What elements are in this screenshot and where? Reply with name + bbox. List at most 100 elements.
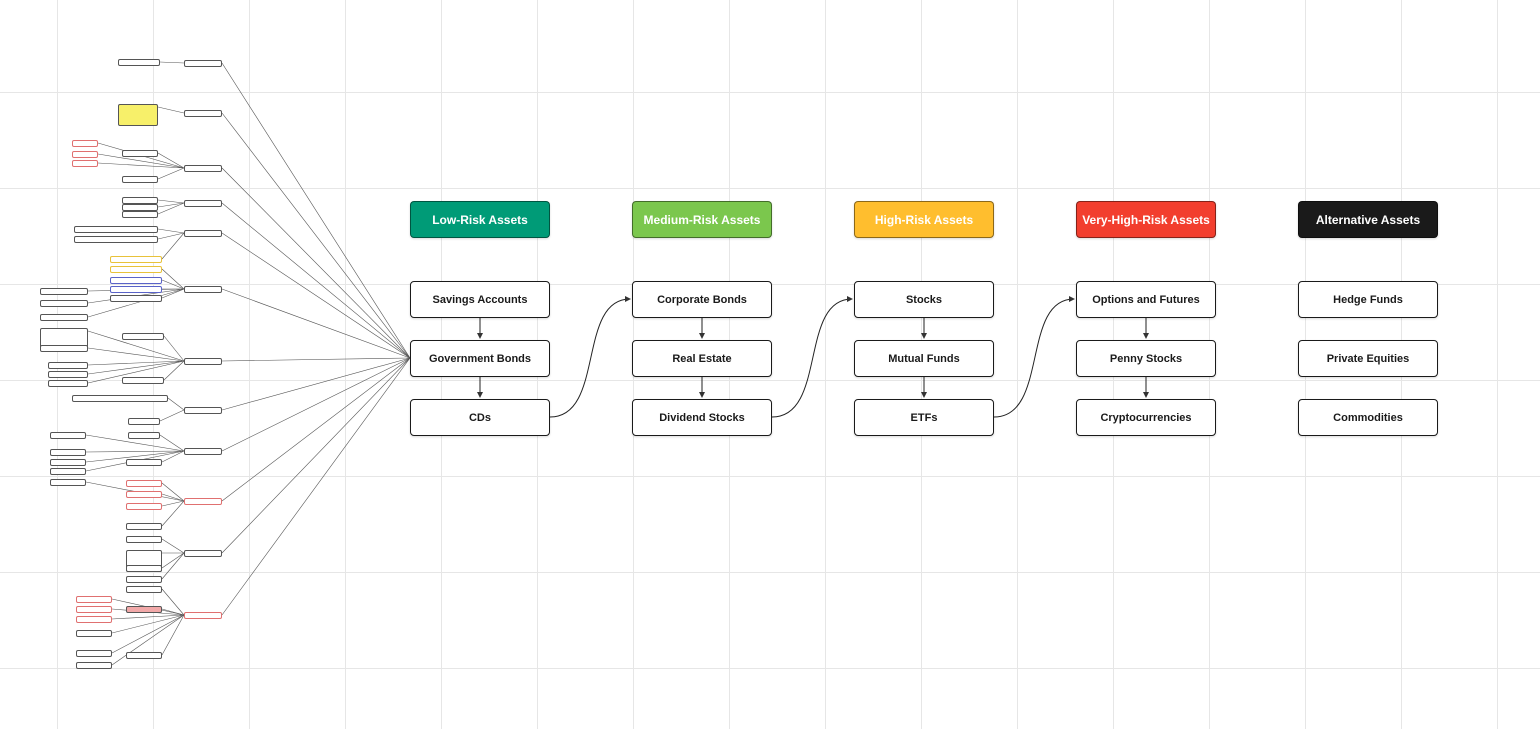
mini-link <box>157 202 185 208</box>
node-mutual-funds[interactable]: Mutual Funds <box>854 340 994 377</box>
node-penny-stocks[interactable]: Penny Stocks <box>1076 340 1216 377</box>
mini-link <box>161 482 185 502</box>
mini-leaf <box>126 586 162 593</box>
mini-leaf <box>122 211 158 218</box>
mini-leaf <box>110 295 162 302</box>
node-real-estate[interactable]: Real Estate <box>632 340 772 377</box>
mini-link <box>161 538 185 554</box>
mini-link <box>221 357 411 411</box>
mini-leaf <box>122 150 158 157</box>
mini-link <box>161 450 185 463</box>
mini-leaf <box>76 650 112 657</box>
mini-leaf <box>76 606 112 613</box>
mini-leaf <box>72 151 98 158</box>
header-high-risk[interactable]: High-Risk Assets <box>854 201 994 238</box>
mini-leaf <box>110 277 162 284</box>
mini-link <box>221 167 411 359</box>
mini-leaf <box>126 503 162 510</box>
mini-link <box>161 288 185 299</box>
mini-link <box>161 232 185 260</box>
mini-leaf <box>128 418 160 425</box>
mini-branch <box>184 230 222 237</box>
mini-leaf <box>126 576 162 583</box>
mini-link <box>157 199 185 204</box>
flow-curve <box>549 296 631 418</box>
mini-link <box>221 112 411 359</box>
mini-link <box>157 228 185 234</box>
node-savings-accounts[interactable]: Savings Accounts <box>410 281 550 318</box>
mini-leaf <box>126 491 162 498</box>
mini-branch <box>184 498 222 505</box>
mini-link <box>87 360 185 366</box>
mini-branch <box>184 448 222 455</box>
mini-leaf <box>40 288 88 295</box>
mini-leaf <box>48 371 88 378</box>
node-commodities[interactable]: Commodities <box>1298 399 1438 436</box>
mini-leaf <box>110 266 162 273</box>
mini-link <box>161 268 185 290</box>
mini-leaf <box>72 160 98 167</box>
mini-leaf <box>126 523 162 530</box>
mini-branch <box>184 110 222 117</box>
node-options-and-futures[interactable]: Options and Futures <box>1076 281 1216 318</box>
mini-leaf <box>118 104 158 126</box>
mini-leaf <box>40 345 88 352</box>
mini-link <box>159 434 185 452</box>
node-stocks[interactable]: Stocks <box>854 281 994 318</box>
flow-curve <box>771 296 853 418</box>
node-etfs[interactable]: ETFs <box>854 399 994 436</box>
node-private-equities[interactable]: Private Equities <box>1298 340 1438 377</box>
mini-link <box>111 614 185 620</box>
mini-leaf <box>40 314 88 321</box>
node-government-bonds[interactable]: Government Bonds <box>410 340 550 377</box>
mini-link <box>161 493 185 502</box>
mini-link <box>87 288 185 318</box>
header-very-high-risk[interactable]: Very-High-Risk Assets <box>1076 201 1216 238</box>
header-medium-risk[interactable]: Medium-Risk Assets <box>632 201 772 238</box>
mini-leaf <box>76 616 112 623</box>
mini-link <box>163 360 185 381</box>
mini-leaf <box>72 140 98 147</box>
mini-branch <box>184 165 222 172</box>
node-dividend-stocks[interactable]: Dividend Stocks <box>632 399 772 436</box>
mini-link <box>87 330 185 362</box>
mini-link <box>111 614 185 666</box>
mini-link <box>167 397 185 411</box>
mini-link <box>157 106 185 114</box>
mini-link <box>221 357 411 616</box>
mini-link <box>157 152 185 169</box>
mini-leaf <box>122 333 164 340</box>
mini-link <box>221 202 411 359</box>
mini-branch <box>184 60 222 67</box>
mini-leaf <box>40 300 88 307</box>
mini-link <box>85 450 185 463</box>
node-hedge-funds[interactable]: Hedge Funds <box>1298 281 1438 318</box>
mini-leaf <box>50 432 86 439</box>
mini-leaf <box>110 256 162 263</box>
mini-link <box>87 360 185 375</box>
mini-link <box>159 61 185 64</box>
mini-leaf <box>48 362 88 369</box>
mini-leaf <box>122 176 158 183</box>
mini-link <box>221 232 411 359</box>
header-low-risk[interactable]: Low-Risk Assets <box>410 201 550 238</box>
mini-link <box>97 153 185 169</box>
mini-leaf <box>50 479 86 486</box>
mini-link <box>161 588 185 616</box>
node-cds[interactable]: CDs <box>410 399 550 436</box>
mini-link <box>111 614 185 634</box>
mini-leaf <box>126 652 162 659</box>
mini-link <box>161 614 185 656</box>
mini-link <box>221 62 411 359</box>
mini-branch <box>184 550 222 557</box>
mini-leaf <box>110 286 162 293</box>
mini-link <box>85 450 185 453</box>
node-cryptocurrencies[interactable]: Cryptocurrencies <box>1076 399 1216 436</box>
mini-link <box>87 360 185 384</box>
mini-leaf <box>50 449 86 456</box>
header-alternative[interactable]: Alternative Assets <box>1298 201 1438 238</box>
mini-branch <box>184 612 222 619</box>
node-corporate-bonds[interactable]: Corporate Bonds <box>632 281 772 318</box>
mini-leaf <box>126 480 162 487</box>
